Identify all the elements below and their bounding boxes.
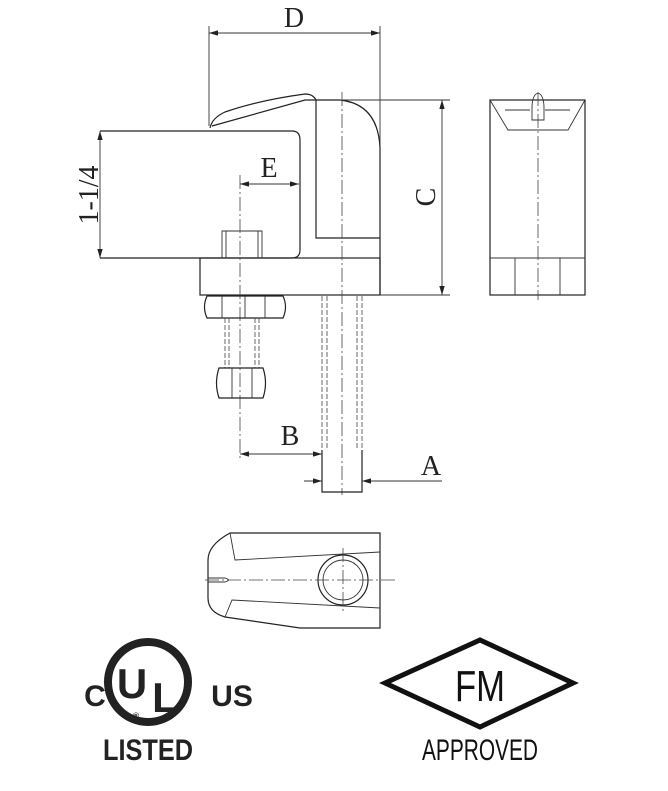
dimension-d: D	[208, 3, 381, 295]
dimension-c: C	[340, 99, 450, 296]
ul-logo-l: L	[152, 674, 178, 721]
fm-logo-mark: FM	[455, 662, 505, 711]
bottom-view	[205, 532, 396, 629]
threaded-rod	[321, 296, 363, 493]
dimension-label-d: D	[284, 3, 304, 34]
ul-logo-us: US	[211, 680, 253, 713]
dimension-label-e: E	[260, 153, 277, 184]
fm-approved-logo: FM APPROVED	[378, 637, 579, 767]
dimension-b: B	[240, 421, 322, 457]
dimension-label-a: A	[421, 451, 442, 482]
dimension-flange: 1-1/4	[74, 131, 105, 258]
registered-mark: ®	[133, 711, 140, 721]
dimension-label-flange: 1-1/4	[74, 165, 105, 224]
dimension-label-b: B	[281, 421, 300, 452]
dimension-e: E	[239, 153, 299, 460]
fm-logo-caption: APPROVED	[422, 734, 538, 767]
dimension-a: A	[304, 451, 442, 484]
ul-logo-caption: LISTED	[103, 734, 193, 767]
ul-logo-u: U	[117, 660, 147, 707]
side-view	[489, 92, 586, 300]
ul-logo-c: C	[84, 680, 106, 713]
dimension-label-c: C	[411, 188, 442, 207]
set-screw-nuts	[203, 295, 287, 399]
ul-listed-logo: U L ® C US LISTED	[84, 638, 253, 767]
